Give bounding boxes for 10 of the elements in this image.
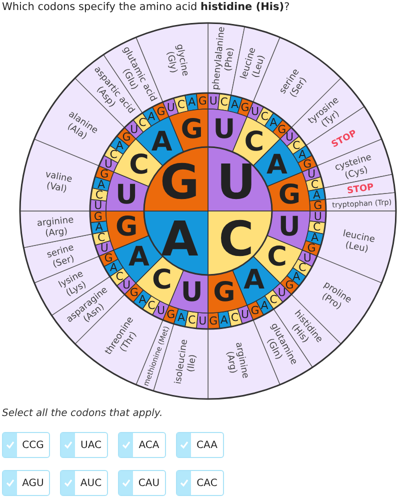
answer-checkbox: CAU	[118, 470, 166, 496]
answer-checkbox: CCG	[2, 432, 50, 458]
answer-checkbox: ACA	[118, 432, 166, 458]
question-text: Which codons specify the amino acid histidine (His)?	[2, 1, 290, 13]
answer-checkbox: UAC	[60, 432, 108, 458]
instruction-text: Select all the codons that apply.	[2, 408, 163, 419]
answer-checkbox: CAA	[176, 432, 224, 458]
answer-checkbox: CAC	[176, 470, 224, 496]
answer-checkbox: AGU	[2, 470, 50, 496]
answer-checkbox: AUC	[60, 470, 108, 496]
